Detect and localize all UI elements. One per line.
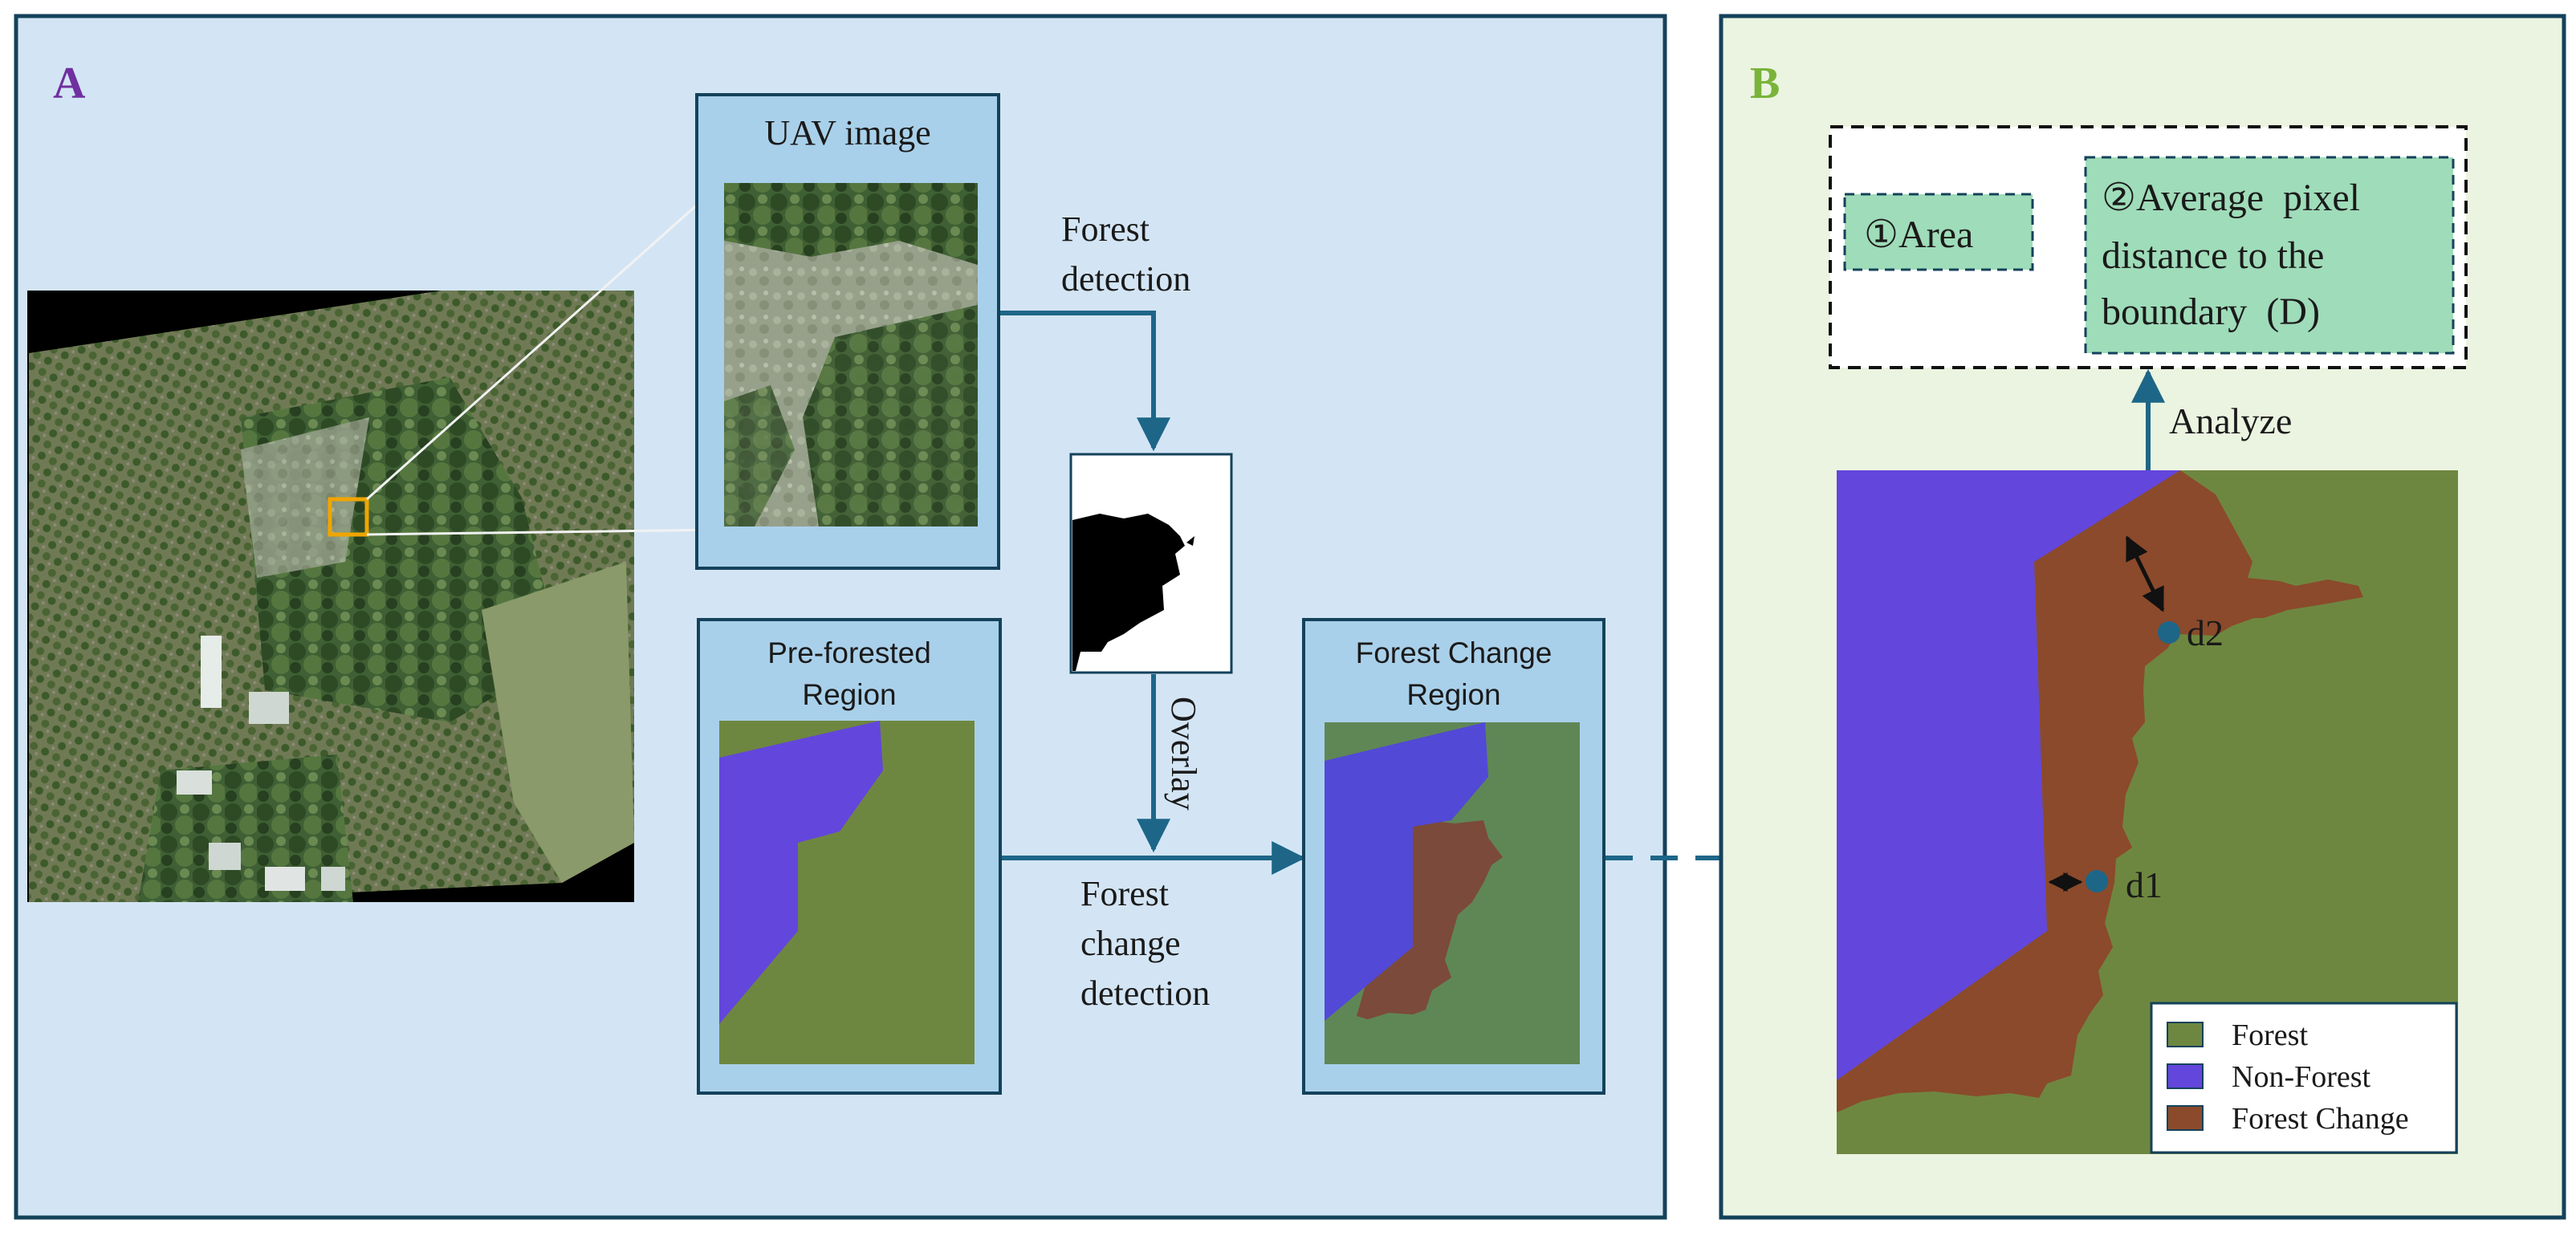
forest-change-detection-line2: change <box>1080 924 1181 963</box>
legend-item-forest-change: Forest Change <box>2167 1102 2409 1136</box>
overlay-label: Overlay <box>1164 697 1203 811</box>
d2-point <box>2158 621 2180 644</box>
legend: Forest Non-Forest Forest Change <box>2150 1002 2458 1154</box>
large-map-change <box>1837 470 2363 1112</box>
distance-metric-line2: distance to the <box>2102 234 2324 277</box>
panel-b-letter: B <box>1750 59 1780 108</box>
legend-swatch-forest-change <box>2167 1105 2204 1131</box>
legend-label-nonforest: Non-Forest <box>2232 1060 2371 1094</box>
analyze-label: Analyze <box>2169 400 2292 441</box>
zoom-line-bottom <box>366 528 724 536</box>
legend-label-forest: Forest <box>2232 1018 2308 1052</box>
forest-change-detection-line3: detection <box>1080 974 1210 1013</box>
preforested-map-nonforest <box>719 721 883 1024</box>
large-map-nonforest <box>1837 470 2180 1080</box>
legend-swatch-forest <box>2167 1022 2204 1047</box>
aerial-orthophoto <box>27 291 634 902</box>
forest-detection-label-line2: detection <box>1061 259 1190 299</box>
change-map-change <box>1357 819 1503 1019</box>
legend-swatch-nonforest <box>2167 1063 2204 1089</box>
preforested-title-line1: Pre-forested <box>767 636 931 669</box>
change-title-line1: Forest Change <box>1356 636 1553 669</box>
zoom-line-top <box>366 180 724 501</box>
area-metric-label: ①Area <box>1864 213 1973 256</box>
forest-detection-arrow <box>1000 311 1170 452</box>
forest-detection-label-line1: Forest <box>1061 209 1150 249</box>
legend-label-forest-change: Forest Change <box>2232 1102 2409 1136</box>
distance-metric-line3: boundary (D) <box>2102 291 2320 333</box>
preforested-title-line2: Region <box>802 678 896 711</box>
d1-label: d1 <box>2126 864 2163 905</box>
forest-change-detection-line1: Forest <box>1080 874 1169 913</box>
distance-metric-box <box>2084 156 2455 355</box>
panel-a-letter: A <box>53 59 86 108</box>
change-map-nonforest <box>1325 722 1488 1021</box>
distance-metric-line1: ②Average pixel <box>2102 177 2360 219</box>
change-title-line2: Region <box>1406 678 1500 711</box>
d1-point <box>2086 870 2108 892</box>
binary-forest-mask <box>1069 453 1233 674</box>
d2-arrow <box>2125 535 2165 612</box>
uav-image-title: UAV image <box>764 113 930 152</box>
legend-item-forest: Forest <box>2167 1018 2308 1052</box>
zoom-box <box>328 497 369 537</box>
d2-label: d2 <box>2187 612 2224 653</box>
uav-image-photo <box>724 183 978 526</box>
area-metric-box <box>1843 193 2034 271</box>
legend-item-nonforest: Non-Forest <box>2167 1060 2371 1094</box>
